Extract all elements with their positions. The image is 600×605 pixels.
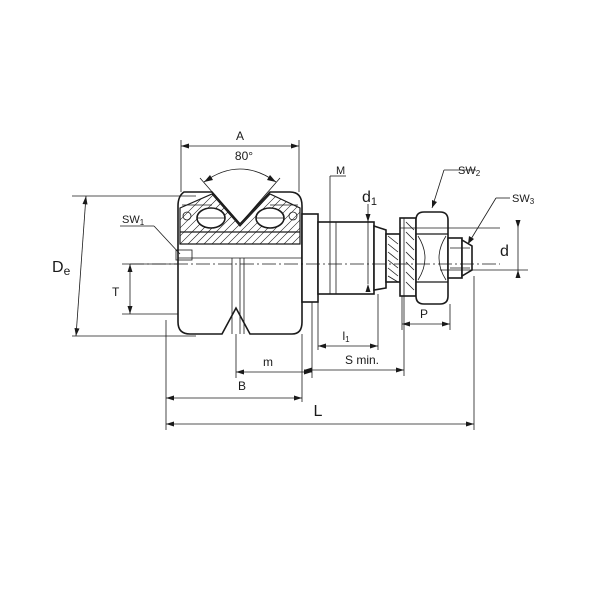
dim-Smin: S min. <box>304 296 405 376</box>
label-De: De <box>52 259 71 278</box>
dim-d: d <box>500 220 521 278</box>
dim-m: m <box>235 302 313 378</box>
dim-SW1: SW1 <box>120 214 193 261</box>
dim-l1: l1 <box>317 294 379 350</box>
label-SW1: SW1 <box>122 214 145 227</box>
dim-SW2: SW2 <box>431 165 481 209</box>
dim-SW3: SW3 <box>467 193 535 245</box>
label-l1: l1 <box>342 329 350 344</box>
label-P: P <box>420 307 428 321</box>
dim-B: B <box>165 320 303 402</box>
label-d: d <box>500 243 509 260</box>
label-Smin: S min. <box>345 353 379 367</box>
bearing-balls <box>182 207 298 229</box>
dim-angle: 80° <box>199 149 281 225</box>
dim-T: T <box>112 263 178 315</box>
dim-L: L <box>165 276 475 430</box>
label-SW2: SW2 <box>458 165 481 178</box>
label-SW3: SW3 <box>512 193 535 206</box>
dim-De: De <box>52 195 196 337</box>
label-T: T <box>112 285 120 299</box>
dim-d1: d1 <box>362 189 377 292</box>
washer <box>399 217 417 297</box>
dim-M: M <box>329 165 346 222</box>
center-lines <box>130 227 528 271</box>
outer-ring <box>177 191 303 335</box>
label-B: B <box>238 379 246 393</box>
label-L: L <box>314 403 323 420</box>
label-d1: d1 <box>362 189 377 208</box>
stud-shaft <box>301 213 401 303</box>
hex-nut <box>415 211 449 305</box>
dim-P: P <box>401 296 451 330</box>
label-A: A <box>236 129 244 143</box>
label-m: m <box>263 355 273 369</box>
dim-A: A <box>180 129 300 192</box>
label-M: M <box>336 165 345 177</box>
label-angle: 80° <box>235 149 253 163</box>
